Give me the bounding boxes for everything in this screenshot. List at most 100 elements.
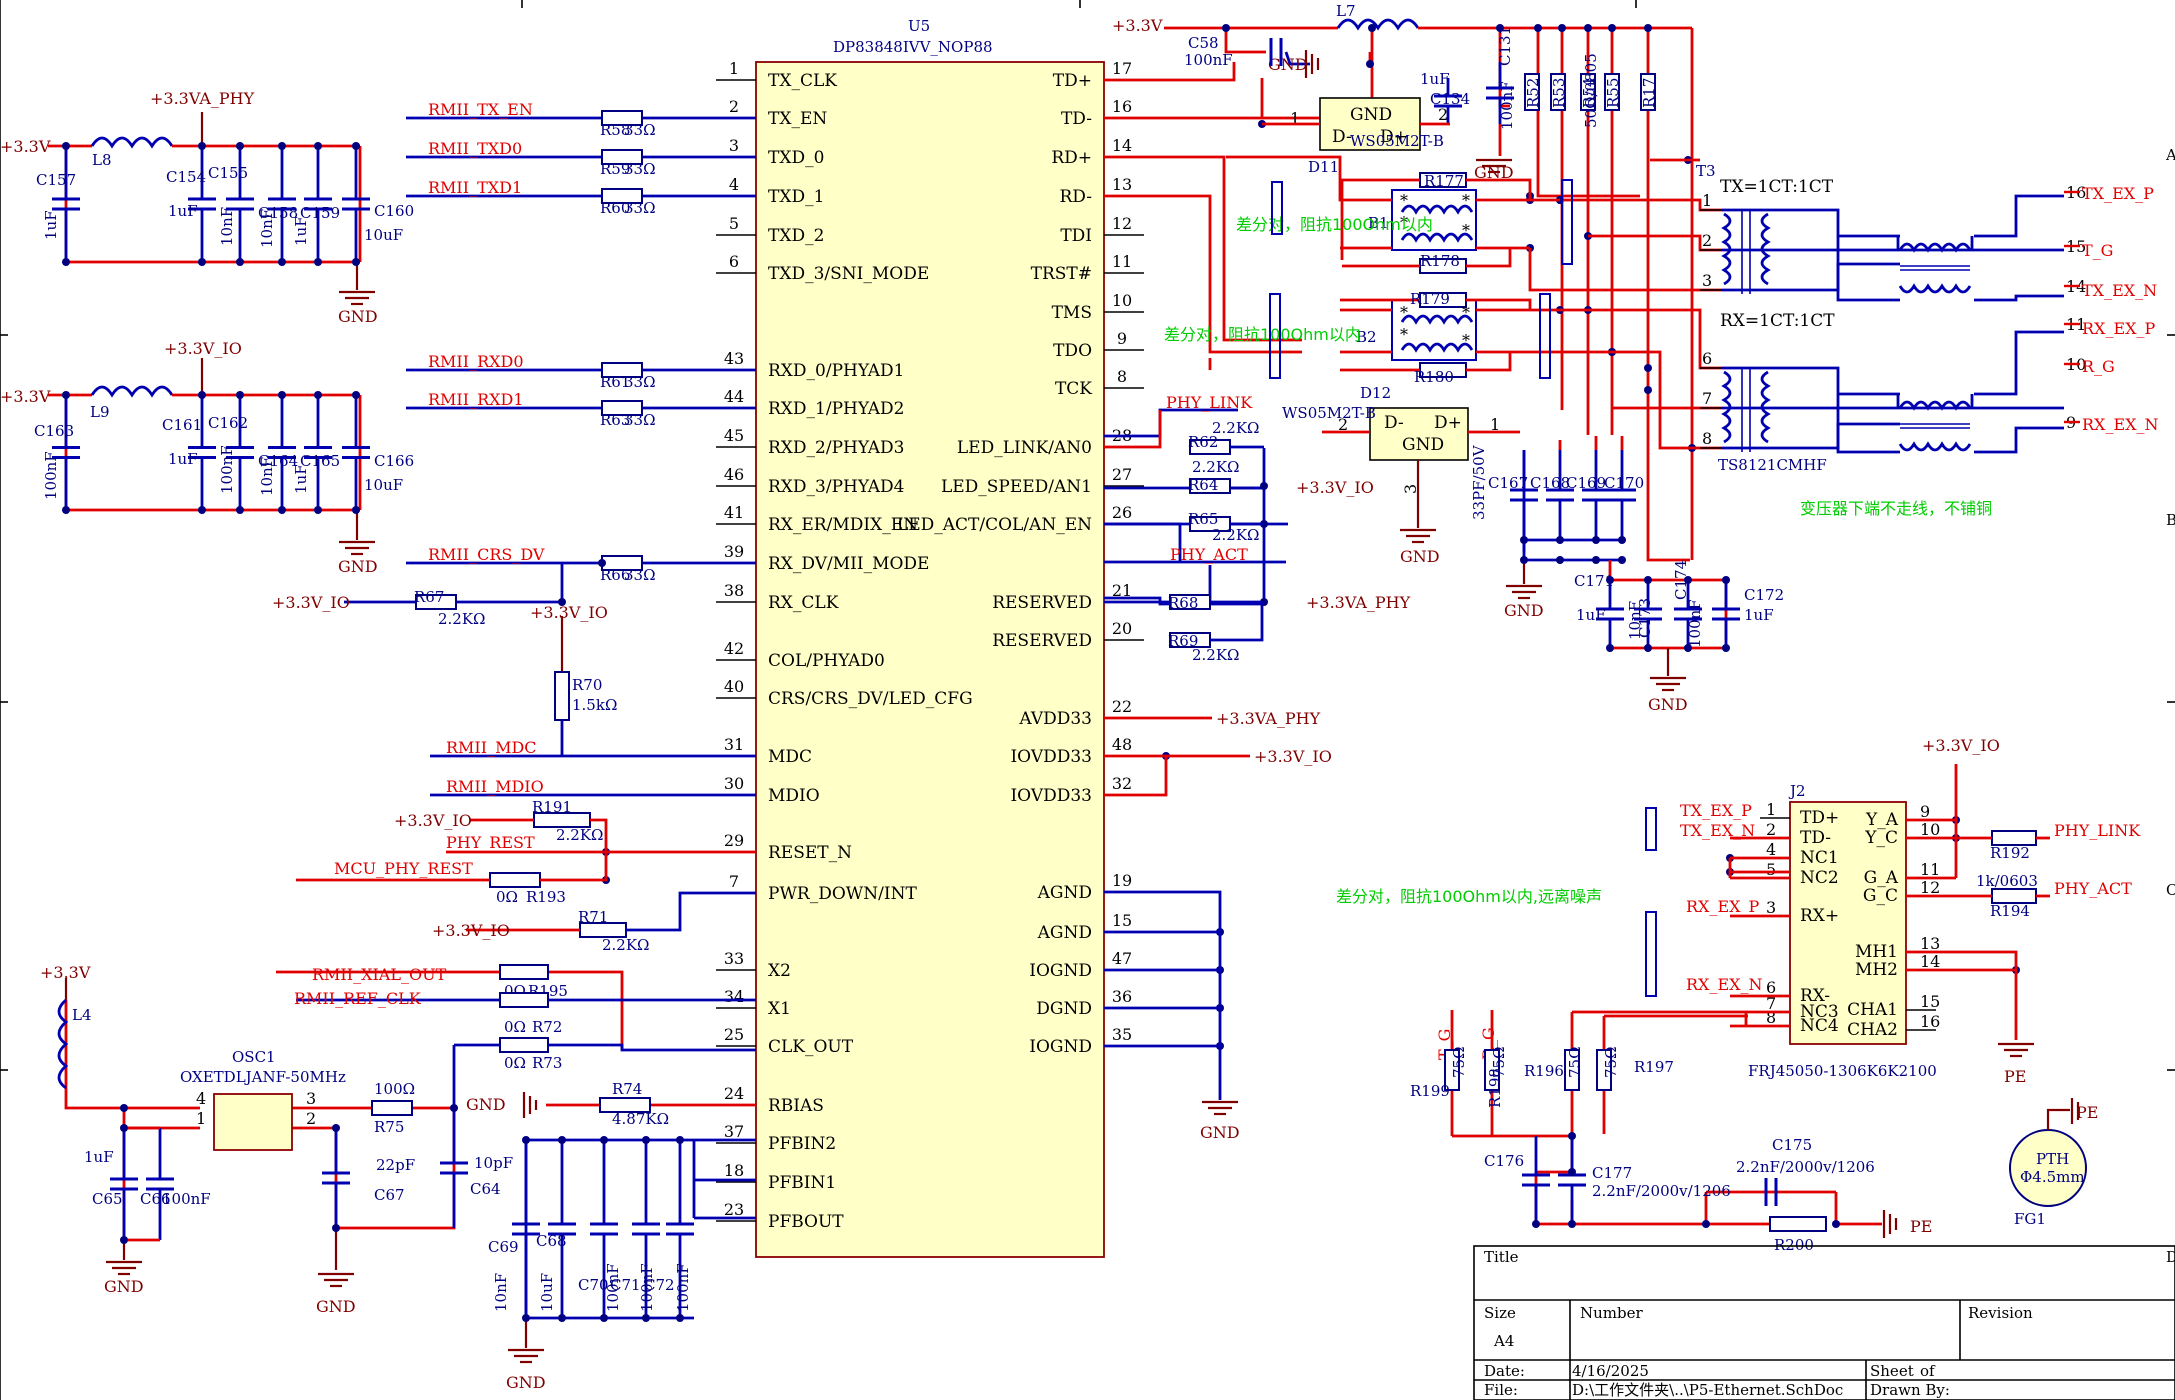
term-r-0[interactable]: [1524, 73, 1540, 111]
r75[interactable]: [371, 1100, 413, 1116]
pfb-cap-value: 100nF: [674, 1263, 692, 1312]
r72[interactable]: [499, 992, 549, 1008]
net-phy-act-a: PHY_ACT: [1170, 545, 1248, 564]
b1-body[interactable]: [1391, 189, 1477, 251]
u5-pin-label: RXD_3/PHYAD4: [768, 477, 904, 497]
junction-dot: [1606, 644, 1614, 652]
c166-designator: C166: [374, 452, 414, 470]
tb-number: Number: [1580, 1304, 1643, 1322]
junction-dot: [332, 1124, 340, 1132]
r74[interactable]: [599, 1097, 651, 1113]
c159-designator: C159: [300, 204, 340, 222]
net-rxd1: RMII_RXD1: [428, 390, 524, 409]
junction-dot: [62, 506, 70, 514]
series-resistor-2[interactable]: [601, 188, 643, 204]
r73[interactable]: [499, 1037, 549, 1053]
d11-dm: D-: [1332, 127, 1352, 147]
pfb-cap-value: 100nF: [638, 1263, 656, 1312]
t3-pin-num: 3: [1702, 271, 1712, 290]
d12-body[interactable]: [1369, 407, 1469, 461]
u5-pin-label: RXD_2/PHYAD3: [768, 438, 904, 458]
r64[interactable]: [1189, 478, 1231, 494]
series-resistor-3[interactable]: [601, 362, 643, 378]
u5-pin-num: 16: [1112, 97, 1132, 116]
junction-dot: [1606, 576, 1614, 584]
d11-pin-2: 2: [1438, 105, 1448, 124]
term-r-3[interactable]: [1604, 73, 1620, 111]
polarity-dot: *: [1400, 303, 1408, 322]
u5-pin-num: 4: [729, 175, 739, 194]
r198[interactable]: [1484, 1049, 1500, 1091]
pwr-label-v33-io-f: +3.3V_IO: [1296, 478, 1374, 497]
j2-body[interactable]: [1789, 801, 1907, 1045]
net-rx-ex-p-a: RX_EX_P: [2082, 319, 2156, 338]
term-r-4[interactable]: [1640, 73, 1656, 111]
u5-pin-num: 39: [724, 542, 744, 561]
r192[interactable]: [1991, 830, 2037, 846]
c158-designator: C158: [258, 204, 298, 222]
d11-body[interactable]: [1319, 97, 1421, 151]
tb-of: of: [1920, 1362, 1936, 1380]
b1-coil-bottom: [1400, 232, 1474, 243]
net-ref-clk: RMII_REF_CLK: [294, 989, 422, 1008]
c165-designator: C165: [300, 452, 340, 470]
junction-dot: [450, 1104, 458, 1112]
t3-transformer: [1722, 194, 2064, 454]
series-resistor-3-designator: R61: [600, 373, 630, 391]
term-75-value: 75Ω: [1490, 1046, 1508, 1078]
junction-dot: [642, 1136, 650, 1144]
term-r-designator: R53: [1550, 78, 1568, 108]
series-resistor-1[interactable]: [601, 149, 643, 165]
pfb-cap-value: 10uF: [538, 1273, 556, 1312]
u5-part: DP83848IVV_NOP88: [833, 38, 993, 56]
series-resistor-0[interactable]: [601, 110, 643, 126]
r199[interactable]: [1444, 1049, 1460, 1091]
r197[interactable]: [1596, 1049, 1612, 1091]
osc1-pin-num: 1: [196, 1109, 206, 1128]
r70[interactable]: [554, 671, 570, 721]
r193[interactable]: [489, 872, 541, 888]
u5-pin-num: 30: [724, 774, 744, 793]
junction-dot: [278, 506, 286, 514]
term-r-1[interactable]: [1550, 73, 1566, 111]
net-tx-ex-n-a: TX_EX_N: [2082, 281, 2157, 300]
c72-designator: C72: [644, 1276, 675, 1294]
r200[interactable]: [1769, 1216, 1827, 1232]
series-resistor-4[interactable]: [601, 400, 643, 416]
t3-part: TS8121CMHF: [1718, 456, 1827, 474]
fg1-diameter: Φ4.5mm: [2020, 1168, 2085, 1186]
u5-pin-label: RESERVED: [992, 593, 1092, 613]
u5-pin-num: 9: [1117, 329, 1127, 348]
junction-dot: [1722, 644, 1730, 652]
r196[interactable]: [1564, 1049, 1580, 1091]
osc1-body[interactable]: [213, 1093, 293, 1151]
series-resistor-0-value: 33Ω: [624, 121, 656, 139]
r194[interactable]: [1991, 888, 2037, 904]
u5-pin-label: X2: [768, 961, 791, 981]
r68-designator: R68: [1168, 594, 1198, 612]
c167-value: 33PF/50V: [1470, 444, 1488, 520]
junction-dot: [1592, 556, 1600, 564]
c172-value: 1uF: [1744, 606, 1774, 624]
u5-body[interactable]: [755, 61, 1105, 1258]
j2-pin-label: CHA1: [1847, 1000, 1898, 1020]
u5-pin-num: 10: [1112, 291, 1132, 310]
u5-pin-label: COL/PHYAD0: [768, 651, 885, 671]
j2-pin-num: 6: [1766, 978, 1776, 997]
series-resistor-0-designator: R58: [600, 121, 630, 139]
junction-dot: [1496, 24, 1504, 32]
t3-rx-ratio: RX=1CT:1CT: [1720, 311, 1835, 331]
junction-dot: [1702, 1220, 1710, 1228]
series-resistor-5-designator: R66: [600, 566, 630, 584]
c134-value: 1uF: [1420, 70, 1450, 88]
u5-pin-num: 23: [724, 1200, 744, 1219]
junction-dot: [1556, 556, 1564, 564]
u5-pin-num: 20: [1112, 619, 1132, 638]
r195[interactable]: [499, 964, 549, 980]
net-rxd0: RMII_RXD0: [428, 352, 524, 371]
term-r-2[interactable]: [1580, 73, 1596, 111]
r67[interactable]: [415, 594, 457, 610]
junction-dot: [120, 1124, 128, 1132]
